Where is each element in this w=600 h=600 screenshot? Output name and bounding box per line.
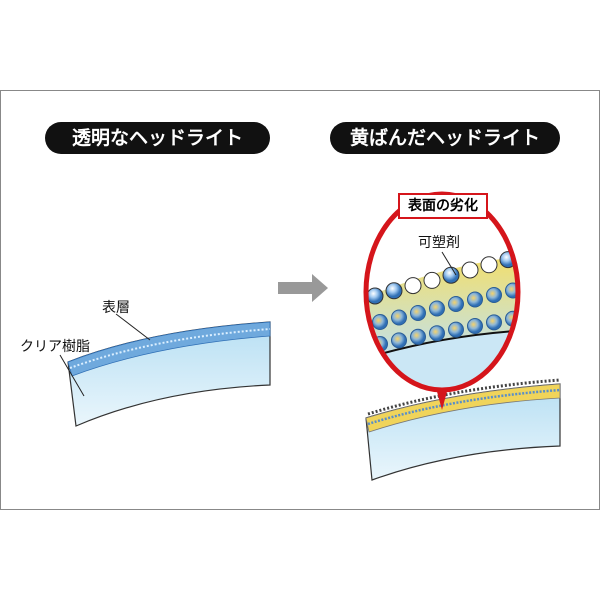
particle [467, 291, 483, 308]
particle [410, 305, 426, 321]
particle [467, 318, 483, 334]
plasticizer-dots [367, 388, 561, 426]
particle [486, 287, 502, 303]
particle [385, 282, 403, 300]
particle [391, 332, 407, 349]
particle [423, 271, 441, 289]
particle [391, 309, 407, 326]
surface-layer-dots [69, 328, 271, 369]
particle [404, 277, 422, 295]
plasticizer-label: 可塑剤 [418, 235, 460, 251]
particle [429, 300, 445, 317]
plasticizer-label-pointer [441, 251, 457, 276]
particle [480, 256, 498, 274]
particle [461, 261, 479, 279]
particle [448, 321, 464, 338]
particle [366, 287, 384, 305]
surface-layer [67, 321, 271, 377]
zoom-bubble-pointer [436, 388, 448, 410]
clear-headlight-title: 透明なヘッドライト [45, 122, 270, 154]
resin-label-pointer [59, 354, 85, 397]
particle [429, 325, 445, 342]
particle-group [366, 251, 518, 352]
arrow-icon [278, 274, 328, 302]
surface-label-pointer [115, 313, 151, 341]
particle [442, 266, 460, 284]
degraded-surface-dots [367, 378, 561, 416]
particle [448, 296, 464, 312]
particle [486, 314, 502, 331]
surface-layer-label: 表層 [102, 300, 130, 316]
particle [372, 314, 388, 330]
degraded-surface-layer [365, 383, 561, 433]
clear-resin-label: クリア樹脂 [20, 339, 90, 355]
particle [410, 328, 426, 345]
yellowed-headlight-title: 黄ばんだヘッドライト [330, 122, 560, 154]
zoom-bubble-content [366, 194, 518, 390]
surface-degradation-label: 表面の劣化 [398, 193, 488, 219]
